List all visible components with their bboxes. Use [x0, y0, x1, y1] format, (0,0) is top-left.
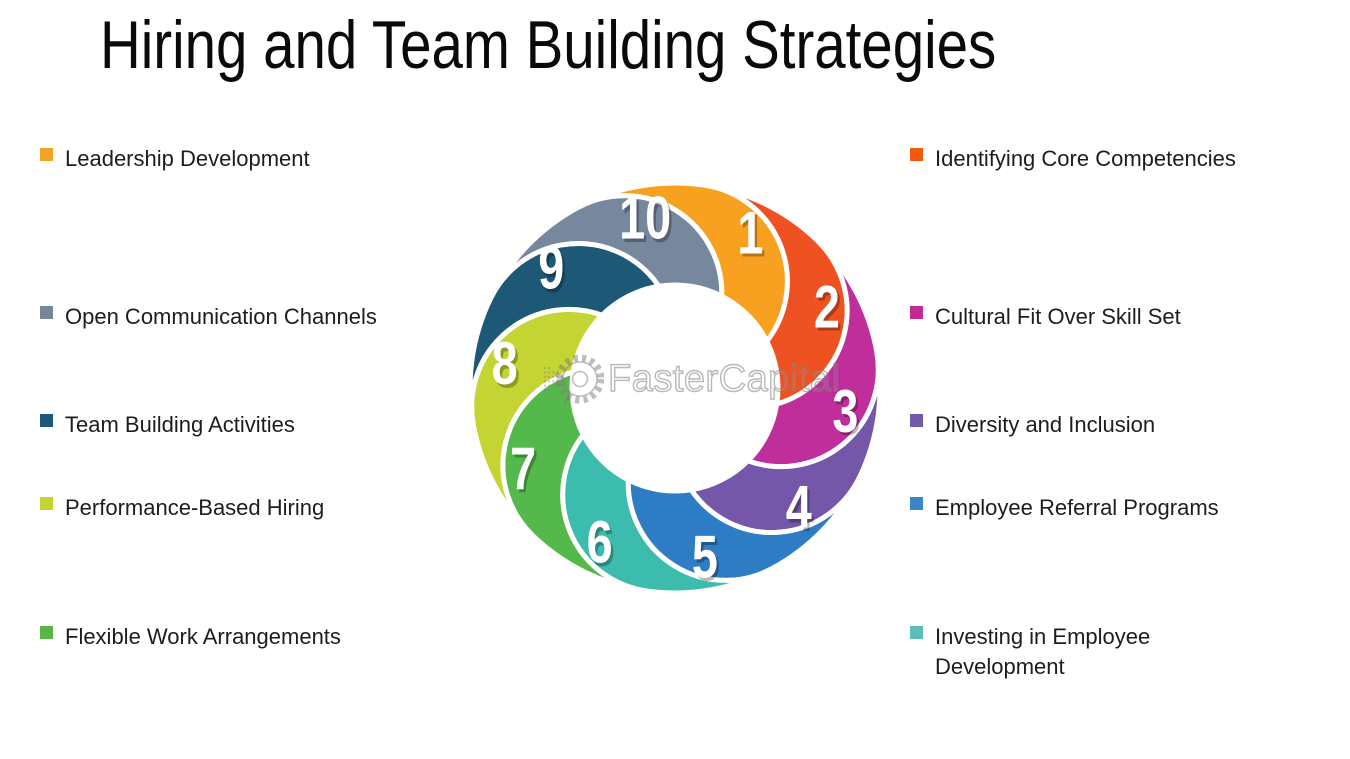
list-item-leadership-development: Leadership Development [40, 144, 310, 174]
wheel-segment-number-1: 1 [740, 203, 766, 270]
wheel-segment-number-5: 5 [694, 527, 720, 594]
bullet-square [910, 414, 923, 427]
item-label: Open Communication Channels [65, 304, 377, 329]
wheel-segment-number-4: 4 [786, 474, 812, 541]
bullet-square [910, 626, 923, 639]
list-item-cultural-fit: Cultural Fit Over Skill Set [910, 302, 1181, 332]
wheel-segment-number-5: 5 [692, 524, 718, 591]
bullet-square [40, 626, 53, 639]
list-item-employee-referral: Employee Referral Programs [910, 493, 1219, 523]
item-label: Cultural Fit Over Skill Set [935, 304, 1181, 329]
wheel-segment-number-7: 7 [510, 435, 536, 502]
wheel-segment-number-2: 2 [814, 274, 840, 341]
wheel-segment-number-7: 7 [513, 438, 539, 505]
bullet-square [40, 306, 53, 319]
wheel-segment-number-8: 8 [492, 331, 518, 398]
list-item-performance-hiring: Performance-Based Hiring [40, 493, 324, 523]
list-item-open-communication: Open Communication Channels [40, 302, 377, 332]
item-label: Team Building Activities [65, 412, 295, 437]
item-label: Flexible Work Arrangements [65, 624, 341, 649]
bullet-square [910, 148, 923, 161]
wheel-segment-number-8: 8 [494, 334, 520, 401]
list-item-flexible-work: Flexible Work Arrangements [40, 622, 341, 652]
wheel-segment-number-6: 6 [587, 509, 613, 576]
wheel-segment-number-1: 1 [737, 200, 763, 267]
item-label: Leadership Development [65, 146, 310, 171]
wheel-segment-number-2: 2 [816, 277, 842, 344]
list-item-team-building: Team Building Activities [40, 410, 295, 440]
wheel-segment-10 [577, 180, 790, 346]
wheel-segment-number-9: 9 [538, 235, 564, 302]
item-label: Employee Referral Programs [935, 495, 1219, 520]
wheel-segment-number-4: 4 [788, 477, 814, 544]
wheel-segment-number-6: 6 [589, 512, 615, 579]
item-label: Investing in Employee Development [935, 624, 1151, 679]
wheel-segment-number-10: 10 [622, 188, 674, 255]
bullet-square [40, 148, 53, 161]
list-item-core-competencies: Identifying Core Competencies [910, 144, 1236, 174]
item-label: Diversity and Inclusion [935, 412, 1156, 437]
wheel-segment-number-10: 10 [619, 185, 671, 252]
wheel-segment-number-3: 3 [832, 378, 858, 445]
item-label: Identifying Core Competencies [935, 146, 1236, 171]
bullet-square [40, 414, 53, 427]
bullet-square [910, 306, 923, 319]
page-title: Hiring and Team Building Strategies [100, 7, 997, 83]
wheel-segment-number-3: 3 [835, 382, 861, 449]
bullet-square [40, 497, 53, 510]
list-item-investing-development: Investing in Employee Development [910, 622, 1190, 682]
bullet-square [910, 497, 923, 510]
item-label: Performance-Based Hiring [65, 495, 325, 520]
list-item-diversity-inclusion: Diversity and Inclusion [910, 410, 1155, 440]
wheel-segment-number-9: 9 [541, 238, 567, 305]
